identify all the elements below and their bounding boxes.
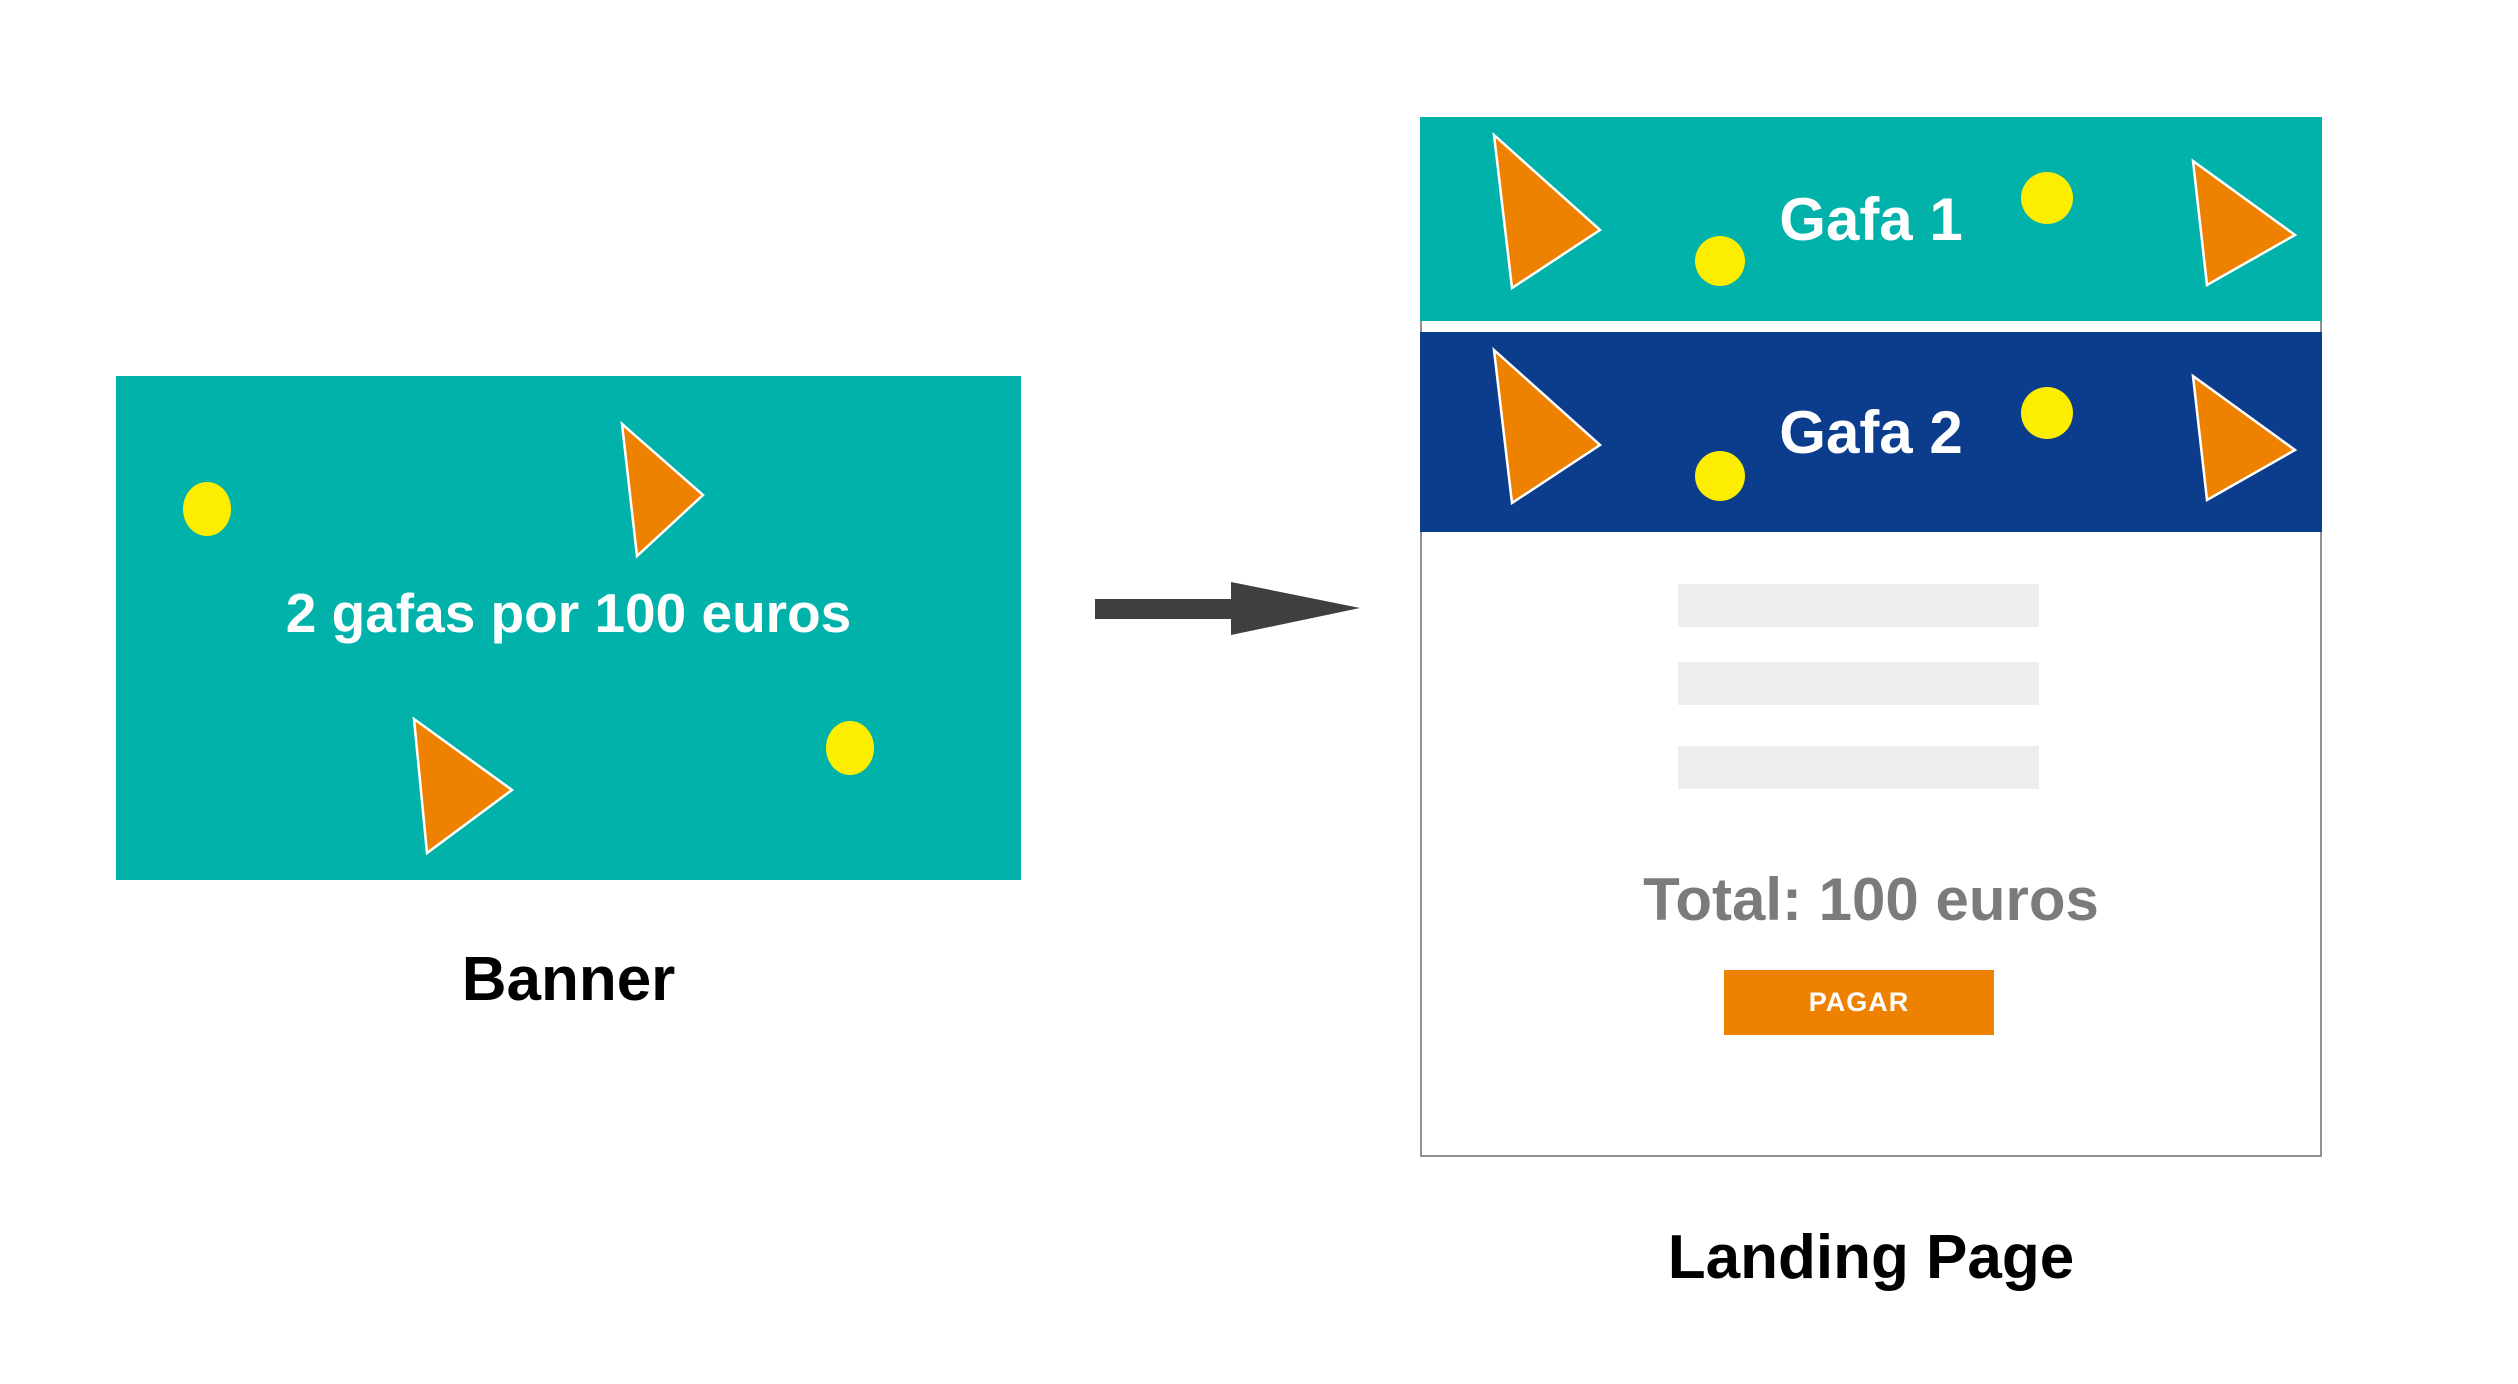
orange-triangle-icon: [412, 716, 515, 856]
product-name-label: Gafa 1: [1779, 185, 1963, 253]
orange-triangle-icon: [2191, 158, 2298, 288]
text-placeholder-line: [1678, 584, 2039, 627]
banner-offer-text: 2 gafas por 100 euros: [285, 582, 852, 644]
text-placeholder-line: [1678, 662, 2039, 705]
orange-triangle-icon: [1492, 346, 1603, 506]
product-banner-gafa-2: Gafa 2: [1420, 332, 2322, 532]
yellow-dot-icon: [1695, 451, 1745, 501]
pay-button[interactable]: PAGAR: [1724, 970, 1994, 1035]
product-banner-gafa-1: Gafa 1: [1420, 117, 2322, 321]
yellow-dot-icon: [1695, 236, 1745, 286]
banner-caption: Banner: [461, 945, 676, 1014]
text-placeholder-line: [1678, 746, 2039, 789]
product-name-label: Gafa 2: [1779, 398, 1963, 466]
landing-page-mockup: Gafa 1 Gafa 2 Total: 100 euros PAGAR: [1420, 117, 2322, 1157]
banner-graphic: 2 gafas por 100 euros: [116, 376, 1021, 880]
bar-decor-shapes: [1492, 346, 2298, 506]
orange-triangle-icon: [2191, 373, 2298, 503]
banner-decor-shapes: [183, 420, 874, 856]
yellow-dot-icon: [2021, 172, 2073, 224]
landing-page-caption: Landing Page: [1667, 1223, 2075, 1292]
bar-decor-shapes: [1492, 131, 2298, 291]
orange-triangle-icon: [620, 420, 705, 559]
yellow-dot-icon: [183, 482, 231, 536]
yellow-dot-icon: [2021, 387, 2073, 439]
yellow-dot-icon: [826, 721, 874, 775]
orange-triangle-icon: [1492, 131, 1603, 291]
right-arrow-icon: [1095, 582, 1360, 635]
total-amount-text: Total: 100 euros: [1643, 866, 2099, 933]
